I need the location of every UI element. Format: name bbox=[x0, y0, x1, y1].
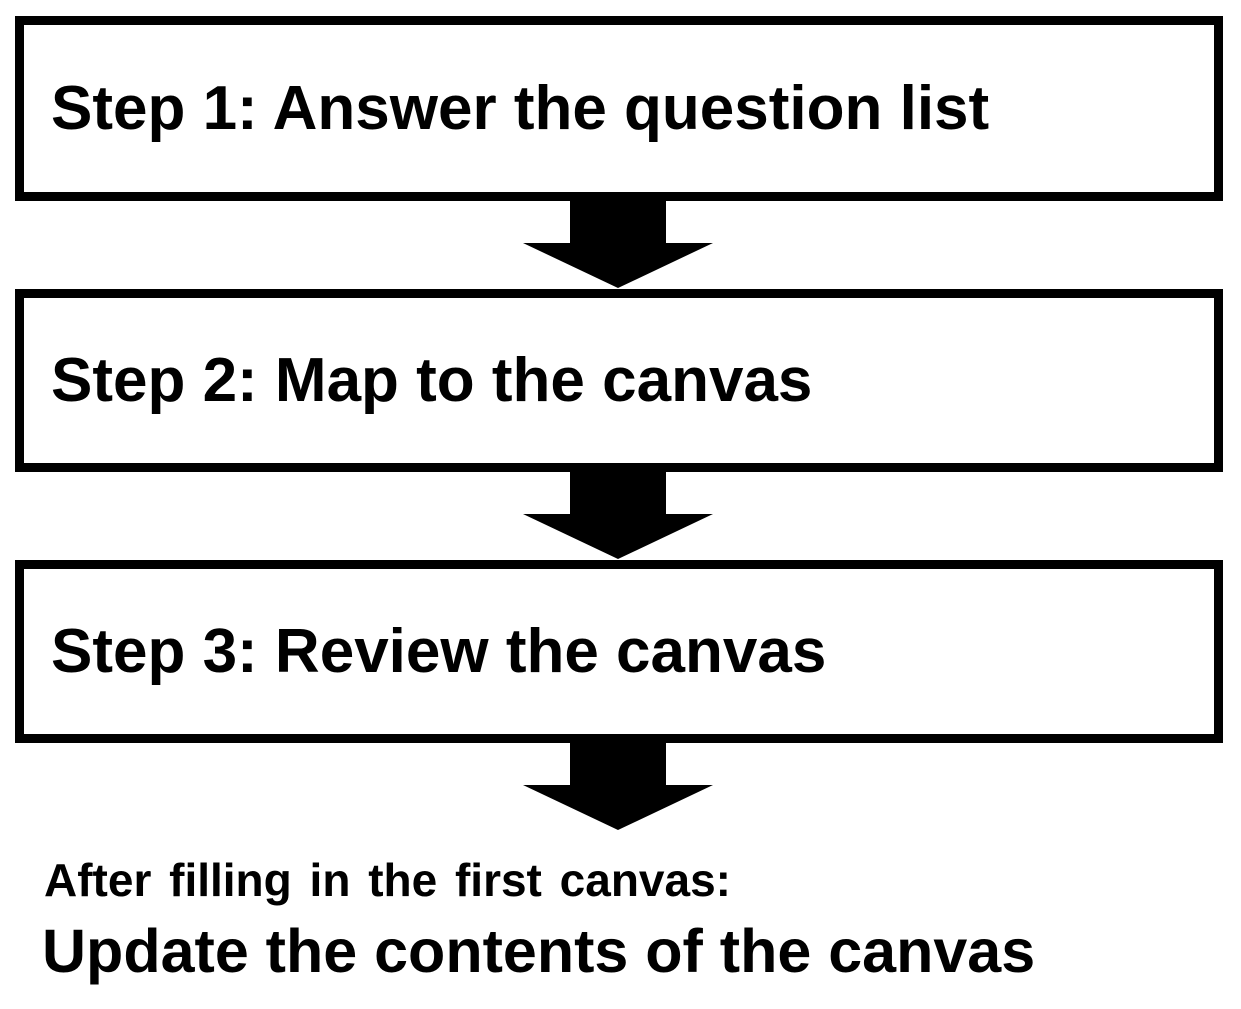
footer-action: Update the contents of the canvas bbox=[42, 917, 1036, 985]
step-box-2: Step 2: Map to the canvas bbox=[15, 289, 1223, 472]
step-3-label: Step 3: Review the canvas bbox=[51, 617, 827, 686]
step-1-label: Step 1: Answer the question list bbox=[51, 74, 990, 143]
step-2-label: Step 2: Map to the canvas bbox=[51, 346, 813, 415]
down-arrow-icon bbox=[523, 742, 713, 830]
down-arrow-icon bbox=[523, 471, 713, 559]
down-arrow-icon bbox=[523, 200, 713, 288]
step-box-3: Step 3: Review the canvas bbox=[15, 560, 1223, 743]
step-box-1: Step 1: Answer the question list bbox=[15, 16, 1223, 201]
footer-note: After filling in the first canvas: bbox=[44, 854, 731, 906]
